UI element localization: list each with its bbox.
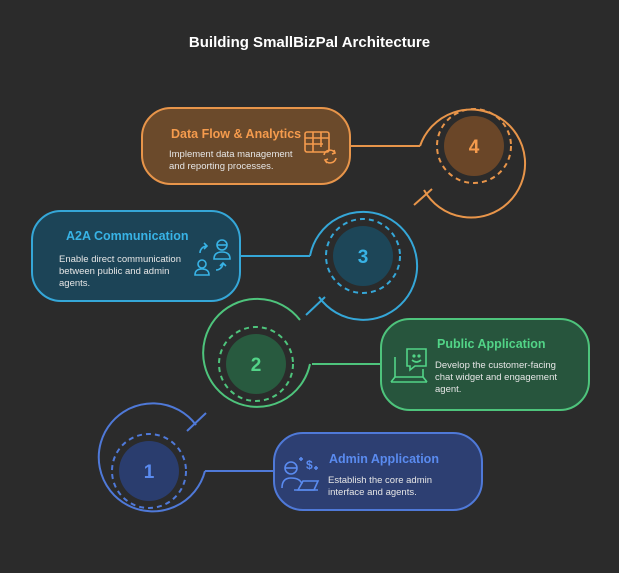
step-2-node: 2 <box>202 297 380 408</box>
table-refresh-icon <box>304 131 337 164</box>
step-4-number: 4 <box>469 137 480 158</box>
chat-laptop-icon <box>390 348 428 383</box>
agent-exchange-icon <box>194 239 231 276</box>
step-card-a2a: A2A Communication Enable direct communic… <box>31 210 241 302</box>
step-3-node: 3 <box>241 210 419 321</box>
step-description: Implement data management and reporting … <box>169 149 293 172</box>
step-2-number: 2 <box>251 355 262 376</box>
step-title: A2A Communication <box>66 229 189 243</box>
step-description: Enable direct communication between publ… <box>59 254 181 289</box>
step-description: Establish the core admin interface and a… <box>328 475 433 498</box>
admin-dollar-laptop-icon: $ <box>281 457 320 491</box>
step-1-node: 1 <box>97 402 273 513</box>
step-description: Develop the customer-facing chat widget … <box>435 360 558 395</box>
step-card-admin-app: Admin Application Establish the core adm… <box>273 432 483 511</box>
step-card-data-flow: Data Flow & Analytics Implement data man… <box>141 107 351 185</box>
svg-text:$: $ <box>306 458 313 472</box>
step-card-public-app: Public Application Develop the customer-… <box>380 318 590 411</box>
step-title: Admin Application <box>329 452 439 466</box>
step-1-number: 1 <box>144 462 155 483</box>
diagram-title: Building SmallBizPal Architecture <box>188 34 431 51</box>
step-4-node: 4 <box>351 108 527 219</box>
step-title: Public Application <box>437 337 546 351</box>
step-title: Data Flow & Analytics <box>171 127 302 141</box>
step-3-number: 3 <box>358 247 369 268</box>
